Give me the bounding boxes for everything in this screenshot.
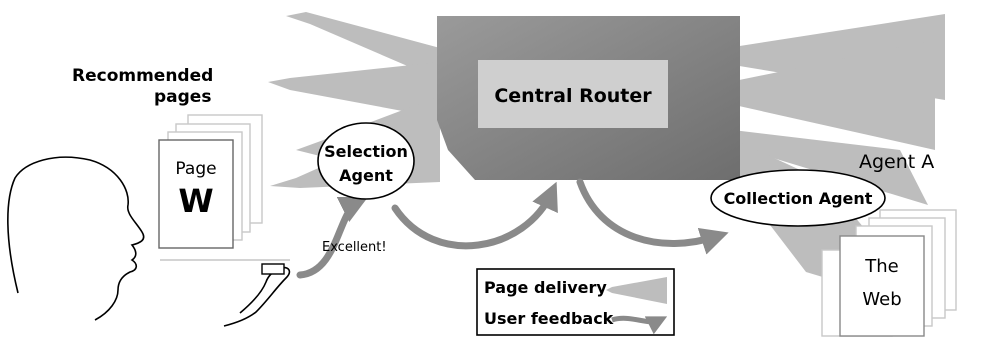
selection-agent-label-line1: Selection bbox=[324, 142, 408, 161]
feedback-arrows bbox=[296, 178, 729, 279]
selection-to-router-arrow bbox=[391, 181, 558, 250]
outgoing-arrow-1 bbox=[286, 12, 440, 80]
recommended-pages-label-line1: Recommended bbox=[72, 66, 213, 86]
outgoing-arrow-2 bbox=[268, 62, 440, 118]
user-silhouette bbox=[7, 156, 291, 327]
page-w bbox=[158, 139, 234, 249]
web-label-line2: Web bbox=[862, 289, 901, 310]
legend-page-delivery-label: Page delivery bbox=[484, 278, 607, 297]
feedback-label: Excellent! bbox=[322, 240, 387, 255]
legend-page-delivery-swatch bbox=[606, 277, 667, 304]
web-pages-stack bbox=[821, 209, 957, 337]
web-label-line1: The bbox=[864, 256, 898, 277]
page-w-label-line2: W bbox=[178, 182, 213, 220]
router-to-collection-arrow bbox=[576, 178, 729, 255]
legend-user-feedback-label: User feedback bbox=[484, 309, 614, 328]
page-w-label-line1: Page bbox=[175, 159, 216, 179]
legend: Page delivery User feedback bbox=[476, 268, 675, 336]
legend-user-feedback-swatch bbox=[611, 315, 668, 335]
collection-agent-ellipse bbox=[710, 169, 886, 227]
feedback-button[interactable] bbox=[261, 263, 285, 275]
user-hand-outline bbox=[223, 266, 291, 327]
selection-agent-ellipse bbox=[317, 122, 415, 200]
central-router-label: Central Router bbox=[494, 85, 652, 107]
user-to-selection-arrow bbox=[296, 196, 369, 279]
web-page-front bbox=[839, 235, 925, 337]
collection-agent-label: Collection Agent bbox=[724, 189, 873, 208]
central-router: Central Router bbox=[437, 16, 740, 180]
central-router-inner bbox=[478, 60, 668, 128]
selection-agent-label-line2: Agent bbox=[339, 166, 393, 185]
recommended-pages-stack bbox=[158, 114, 263, 249]
legend-box bbox=[476, 268, 675, 336]
agent-a-label: Agent A bbox=[859, 151, 934, 173]
incoming-arrow-middle bbox=[697, 40, 935, 150]
recommended-pages-label-line2: pages bbox=[154, 87, 211, 107]
user-head-outline bbox=[7, 156, 145, 321]
